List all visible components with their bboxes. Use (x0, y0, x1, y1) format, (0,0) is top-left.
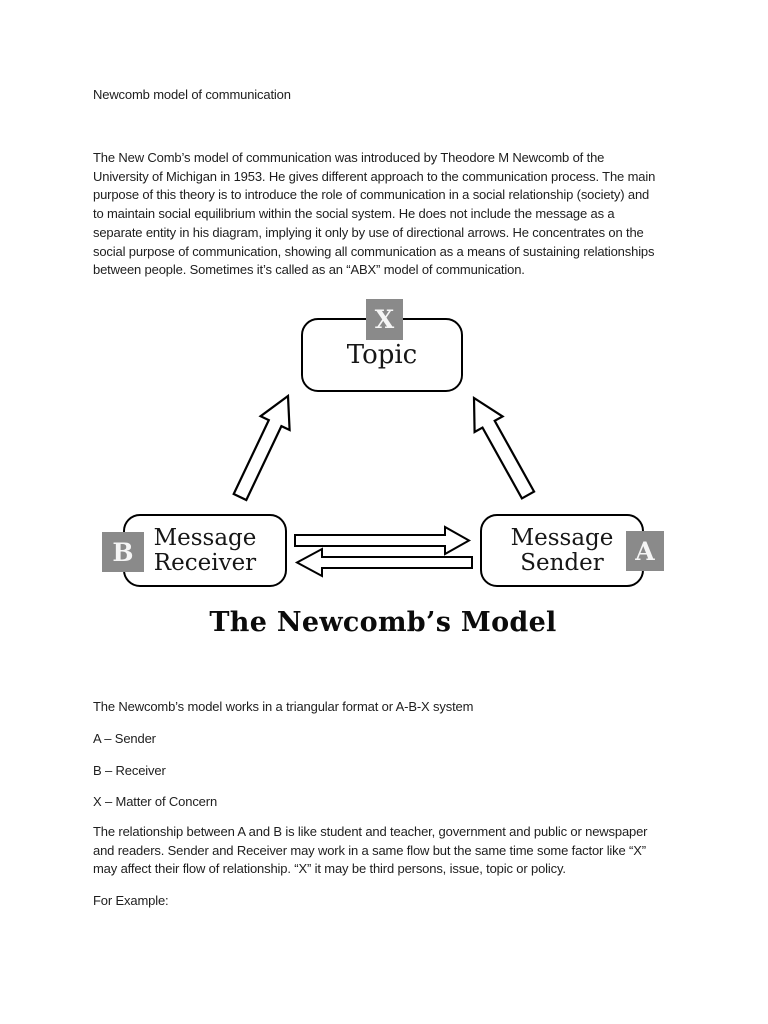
intro-paragraph: The New Comb’s model of communication wa… (93, 150, 656, 278)
arrow-sender-to-topic (472, 395, 536, 500)
topic-label: Topic (346, 340, 418, 370)
topic-node: Topic (301, 318, 463, 392)
sender-node: Message Sender (480, 514, 644, 587)
b-badge: B (102, 532, 144, 572)
definition-x: X – Matter of Concern (93, 794, 218, 809)
diagram-caption: The Newcomb’s Model (209, 607, 557, 638)
for-example-label: For Example: (93, 893, 169, 908)
definition-a: A – Sender (93, 731, 156, 746)
sender-label: Message Sender (510, 524, 614, 576)
relationship-paragraph: The relationship between A and B is like… (93, 824, 648, 877)
definition-b: B – Receiver (93, 763, 166, 778)
x-badge: X (366, 299, 403, 340)
arrow-receiver-to-topic (232, 393, 291, 502)
arrow-sender-to-receiver (294, 547, 473, 578)
a-badge: A (626, 531, 664, 571)
receiver-label: Message Receiver (153, 524, 257, 576)
document-title: Newcomb model of communication (93, 87, 291, 102)
arrow-receiver-to-sender (294, 525, 472, 556)
system-line: The Newcomb’s model works in a triangula… (93, 699, 474, 714)
receiver-node: Message Receiver (123, 514, 287, 587)
